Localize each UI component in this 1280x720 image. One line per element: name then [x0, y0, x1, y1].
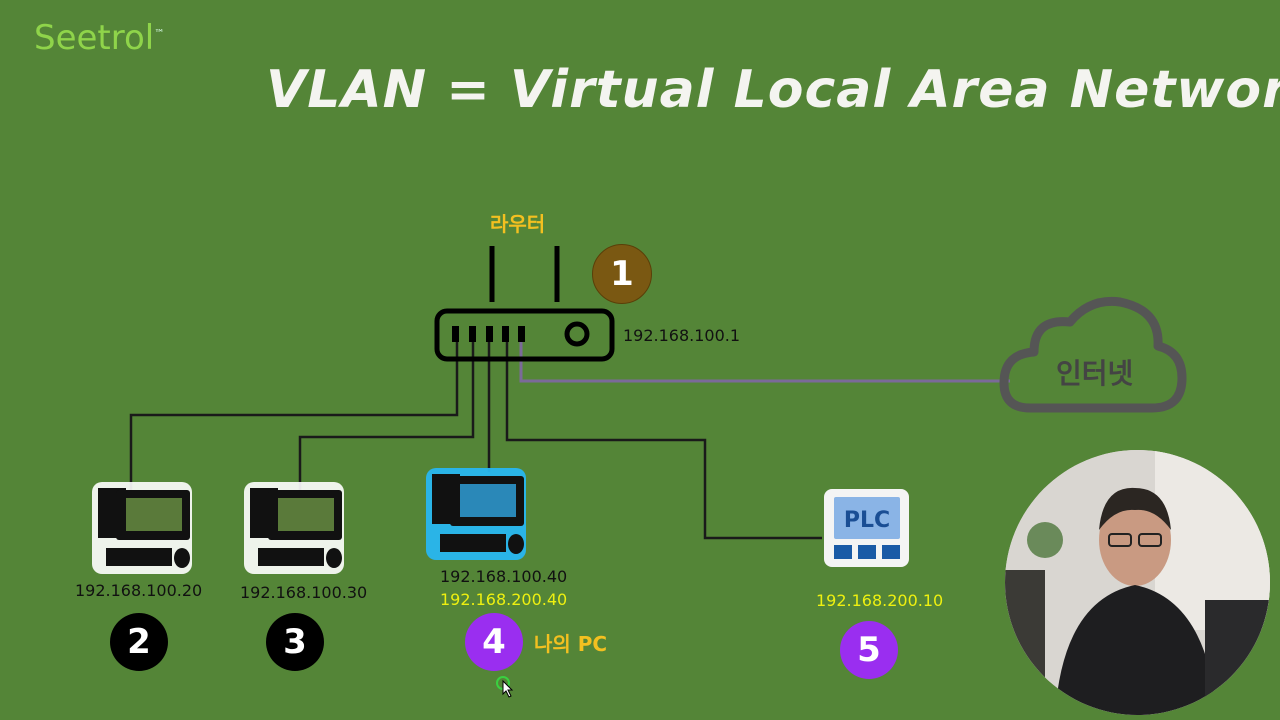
cable-internet [519, 340, 1010, 383]
plc-ip: 192.168.200.10 [816, 591, 944, 610]
my-pc-label: 나의 PC [534, 632, 608, 656]
badge-4: 4 [465, 613, 523, 671]
pc4-ip-100: 192.168.100.40 [440, 567, 568, 586]
mouse-cursor-icon [496, 676, 514, 698]
seetrol-logo: Seetrol™ [34, 18, 165, 58]
cloud-icon [999, 296, 1187, 413]
cables [129, 340, 822, 540]
pc4-ip-200: 192.168.200.40 [440, 590, 568, 609]
cable-pc2 [129, 340, 459, 490]
computer-icon-4-my-pc [426, 468, 526, 560]
badge-3: 3 [266, 613, 324, 671]
pc2-ip: 192.168.100.20 [75, 581, 203, 600]
computer-icon-3 [244, 482, 344, 574]
router-icon [434, 246, 615, 362]
router-ip: 192.168.100.1 [623, 326, 741, 345]
presenter-webcam [1005, 450, 1270, 715]
computer-icon-2 [92, 482, 192, 574]
slide-title: VLAN = Virtual Local Area Network [266, 60, 1280, 120]
internet-label: 인터넷 [1056, 357, 1134, 390]
plc-label: PLC [844, 508, 890, 533]
plc-icon [824, 489, 909, 567]
badge-1: 1 [592, 244, 652, 304]
badge-5: 5 [840, 621, 898, 679]
cable-pc3 [298, 340, 475, 490]
badge-2: 2 [110, 613, 168, 671]
router-label: 라우터 [490, 212, 546, 236]
cable-plc [505, 340, 822, 540]
pc3-ip: 192.168.100.30 [240, 583, 368, 602]
